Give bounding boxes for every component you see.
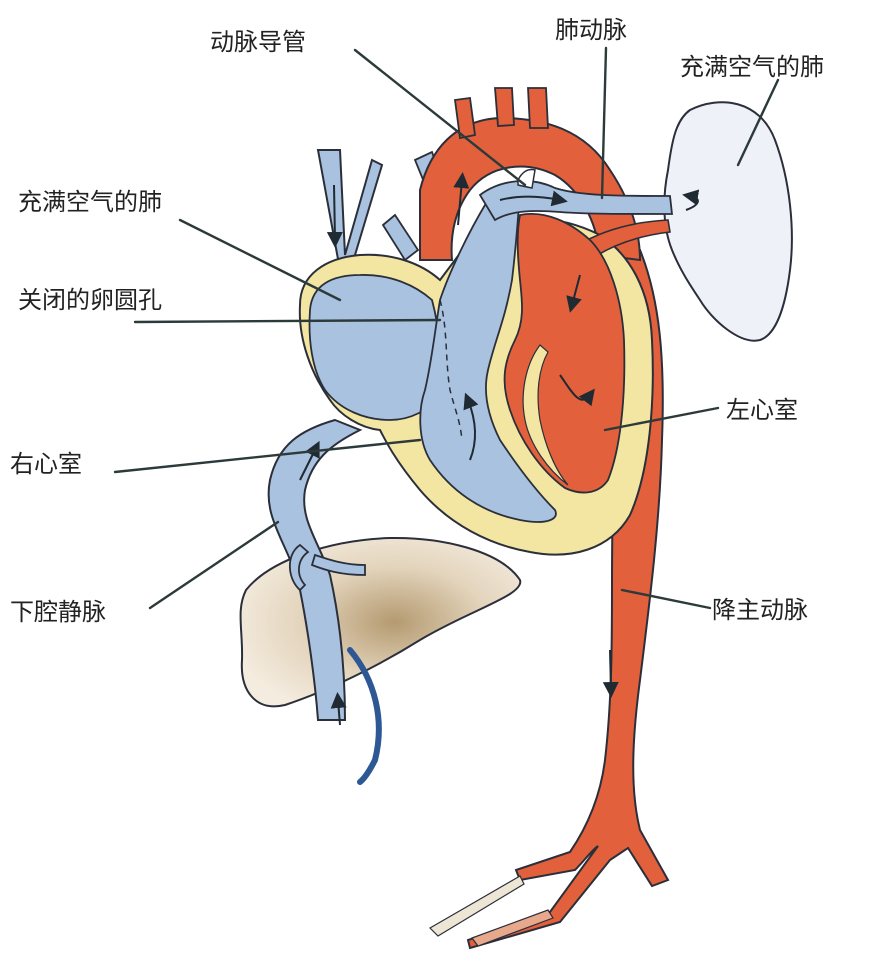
leader-lung-left — [180, 220, 340, 300]
pulmonary-vein-stub — [383, 215, 418, 260]
label-lung-right: 充满空气的肺 — [680, 53, 824, 81]
superior-vena-cava — [318, 150, 382, 270]
label-inferior-vena-cava: 下腔静脉 — [10, 598, 106, 626]
liver — [241, 538, 521, 706]
label-lung-left: 充满空气的肺 — [18, 188, 162, 216]
leader-right-ventricle — [115, 440, 420, 472]
label-foramen-ovale: 关闭的卵圆孔 — [18, 286, 162, 314]
label-descending-aorta: 降主动脉 — [712, 596, 808, 624]
label-left-ventricle: 左心室 — [726, 396, 798, 424]
left-carotid-artery — [495, 88, 514, 126]
label-right-ventricle: 右心室 — [10, 450, 82, 478]
label-ductus-arteriosus: 动脉导管 — [210, 28, 306, 56]
left-subclavian-artery — [528, 88, 548, 128]
label-pulmonary-artery: 肺动脉 — [555, 16, 627, 44]
ductus-arteriosus — [518, 169, 535, 188]
lung-right — [664, 102, 792, 340]
